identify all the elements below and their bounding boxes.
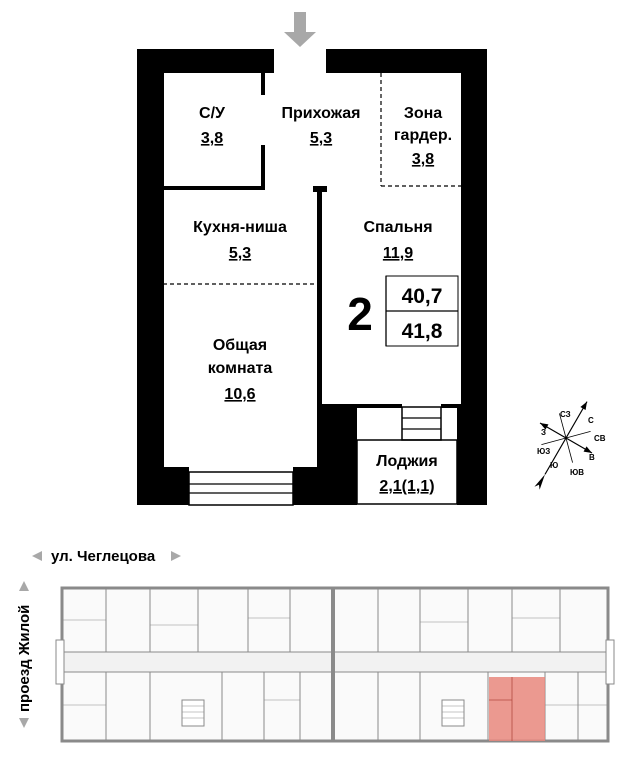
highlighted-apartment [489, 677, 545, 741]
room-area-su: 3,8 [201, 130, 223, 147]
room-name-wardrobe-2: гардер. [394, 127, 452, 144]
triangle-icon [19, 581, 29, 591]
living-area: 40,7 [402, 285, 443, 308]
compass-rose [534, 401, 593, 490]
triangle-icon [171, 551, 181, 561]
room-area-bedroom: 11,9 [383, 245, 413, 262]
room-area-living: 10,6 [224, 386, 255, 403]
down-arrow-icon [284, 12, 316, 47]
room-name-living-2: комната [208, 360, 273, 377]
window-bedroom [401, 406, 442, 441]
room-area-hall: 5,3 [310, 130, 332, 147]
compass-s: Ю [550, 461, 558, 470]
svg-text:проезд Жилой: проезд Жилой [16, 605, 33, 712]
loggia-outline [356, 439, 458, 505]
room-area-wardrobe: 3,8 [412, 151, 434, 168]
compass-sw: ЮЗ [537, 447, 550, 456]
room-name-loggia: Лоджия [376, 453, 437, 470]
room-area-kitchen: 5,3 [229, 245, 251, 262]
room-name-hall: Прихожая [282, 105, 361, 122]
north-arrow-icon [534, 474, 545, 490]
compass-w: З [541, 428, 546, 437]
area-summary: 2 40,7 41,8 [347, 275, 459, 347]
rooms-count: 2 [347, 288, 373, 340]
total-area: 41,8 [402, 320, 443, 343]
room-name-bedroom: Спальня [363, 219, 432, 236]
compass-nw: СЗ [560, 410, 571, 419]
triangle-icon [32, 551, 42, 561]
compass-e: В [589, 453, 595, 462]
compass-se: ЮВ [570, 468, 584, 477]
street-left: проезд Жилой [16, 581, 33, 728]
room-name-living-1: Общая [213, 337, 267, 354]
svg-text:ул. Чеглецова: ул. Чеглецова [51, 548, 156, 565]
triangle-icon [19, 718, 29, 728]
room-name-kitchen: Кухня-ниша [193, 219, 287, 236]
room-area-loggia: 2,1(1,1) [379, 478, 434, 495]
room-name-su: С/У [199, 105, 226, 122]
street-top: ул. Чеглецова [32, 548, 181, 565]
room-name-wardrobe-1: Зона [404, 105, 442, 122]
compass-n: С [588, 416, 594, 425]
apartment-walls [137, 49, 487, 505]
window-living [188, 471, 294, 506]
compass-ne: СВ [594, 434, 606, 443]
